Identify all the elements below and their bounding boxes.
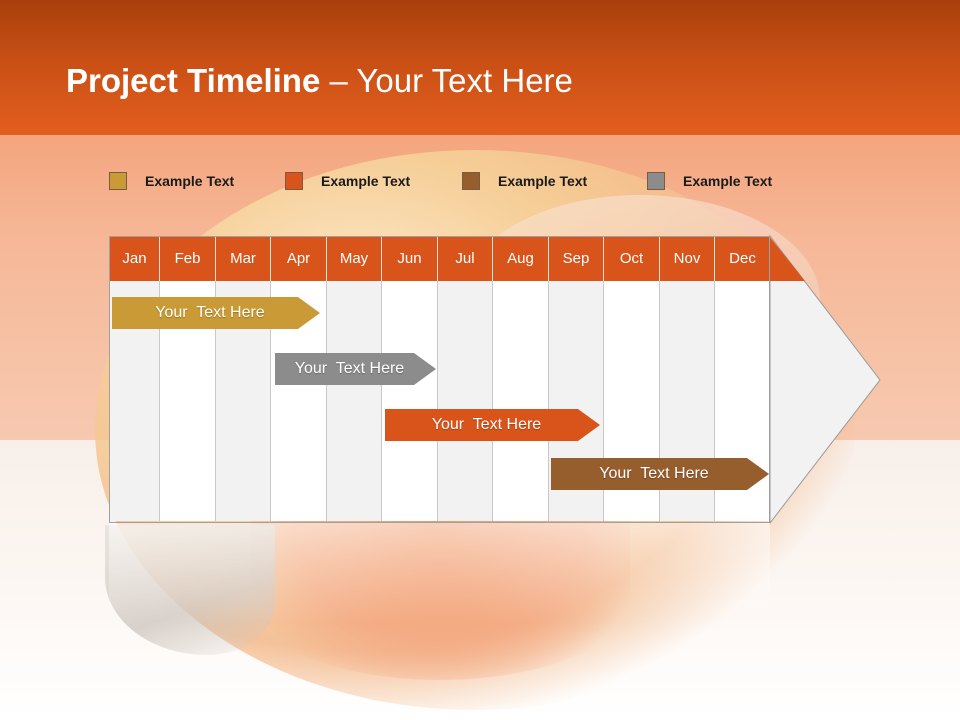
- task-bar-label: Your Text Here: [599, 465, 709, 482]
- task-bar[interactable]: Your Text Here: [112, 297, 320, 329]
- title-bold: Project Timeline: [66, 62, 321, 99]
- legend-swatch: [647, 172, 665, 190]
- month-header-jun: Jun: [381, 236, 437, 281]
- legend-label: Example Text: [321, 173, 411, 189]
- legend-swatch: [109, 172, 127, 190]
- legend-item: Example Text: [647, 170, 772, 192]
- legend-swatch: [462, 172, 480, 190]
- task-bar[interactable]: Your Text Here: [551, 458, 769, 490]
- month-header-may: May: [326, 236, 381, 281]
- month-header-sep: Sep: [548, 236, 603, 281]
- month-header-jan: Jan: [109, 236, 159, 281]
- month-column: [381, 281, 437, 521]
- legend-item: Example Text: [109, 170, 234, 192]
- task-bar-label: Your Text Here: [294, 360, 405, 377]
- month-header-feb: Feb: [159, 236, 215, 281]
- month-column: [492, 281, 548, 521]
- task-bar[interactable]: Your Text Here: [275, 353, 436, 385]
- legend-item: Example Text: [285, 170, 410, 192]
- legend-label: Example Text: [498, 173, 588, 189]
- month-header-dec: Dec: [714, 236, 770, 281]
- month-header-oct: Oct: [603, 236, 659, 281]
- month-header-mar: Mar: [215, 236, 270, 281]
- arrow-header-tip: [769, 236, 805, 281]
- month-header-aug: Aug: [492, 236, 548, 281]
- legend-swatch: [285, 172, 303, 190]
- legend-item: Example Text: [462, 170, 587, 192]
- month-column: [437, 281, 492, 521]
- header-band: [0, 0, 960, 135]
- grid-reflection: [109, 523, 770, 623]
- task-bar-label: Your Text Here: [155, 304, 265, 321]
- title-rest: – Your Text Here: [320, 62, 573, 99]
- arrow-shape: [769, 234, 881, 525]
- month-header-apr: Apr: [270, 236, 326, 281]
- task-bar-label: Your Text Here: [431, 416, 542, 433]
- legend-label: Example Text: [145, 173, 235, 189]
- task-bar[interactable]: Your Text Here: [385, 409, 600, 441]
- slide-title[interactable]: Project Timeline – Your Text Here: [66, 62, 573, 100]
- month-column: [326, 281, 381, 521]
- month-header-nov: Nov: [659, 236, 714, 281]
- legend-label: Example Text: [683, 173, 773, 189]
- month-header-jul: Jul: [437, 236, 492, 281]
